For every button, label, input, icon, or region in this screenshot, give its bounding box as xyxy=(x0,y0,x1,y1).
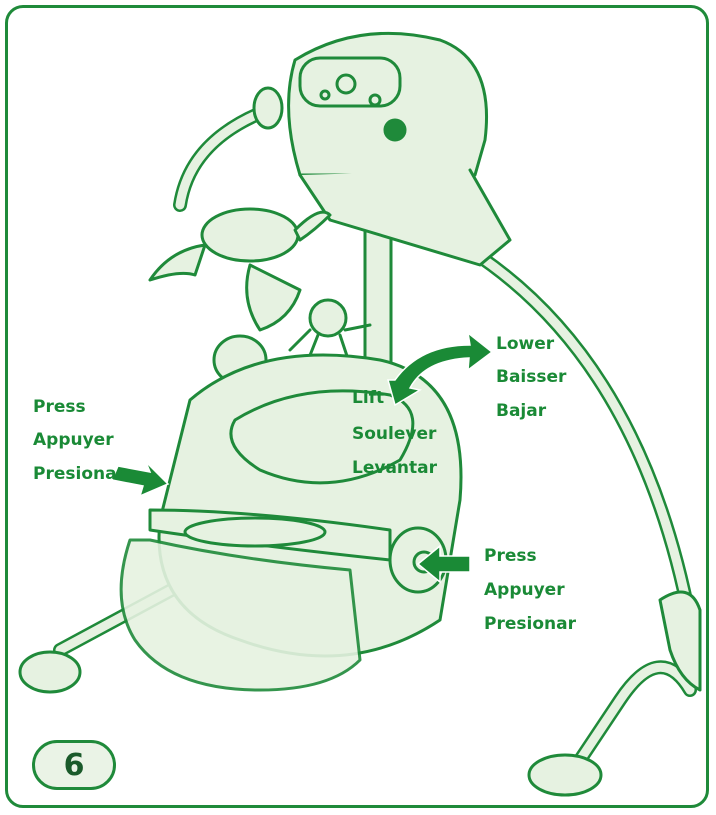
lower-es: Bajar xyxy=(496,403,546,420)
lift-lower-arrow xyxy=(388,333,492,405)
lower-fr: Baisser xyxy=(496,369,566,386)
mobile-canopy xyxy=(202,209,298,261)
mobile-arm xyxy=(180,110,268,205)
press-right-es: Presionar xyxy=(484,616,576,633)
press-right-en: Press xyxy=(484,548,537,565)
frog-toy xyxy=(310,300,346,336)
press-right-fr: Appuyer xyxy=(484,582,565,599)
lift-en: Lift xyxy=(352,390,384,407)
left-foot xyxy=(20,652,80,692)
press-left-es: Presionar xyxy=(33,466,125,483)
right-foot xyxy=(529,755,601,795)
press-left-en: Press xyxy=(33,399,86,416)
lower-en: Lower xyxy=(496,336,554,353)
press-left-fr: Appuyer xyxy=(33,432,114,449)
step-number-badge: 6 xyxy=(32,740,116,790)
lift-es: Levantar xyxy=(352,460,437,477)
lift-fr: Soulever xyxy=(352,426,436,443)
